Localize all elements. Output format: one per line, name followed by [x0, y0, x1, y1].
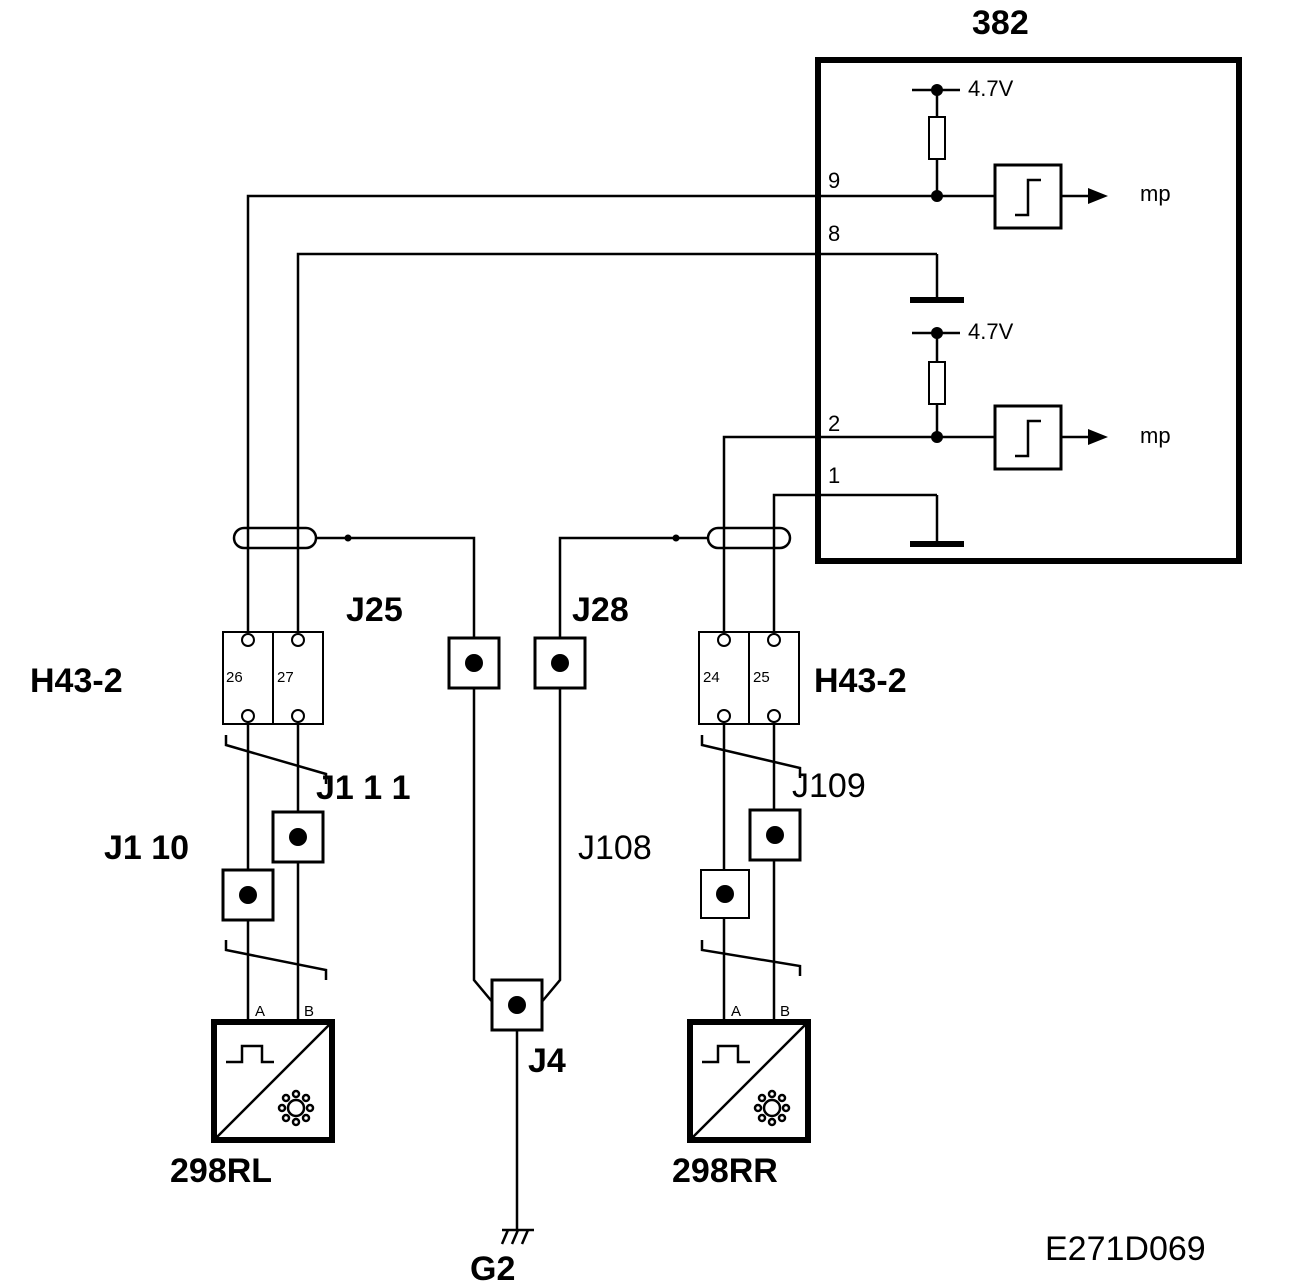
pin-1-label: 1 [828, 463, 840, 488]
junction-j109-label: J109 [792, 767, 866, 805]
voltage-top-label: 4.7V [968, 76, 1014, 101]
wire-pin-9 [246, 194, 937, 632]
arrow-bottom-icon [1088, 429, 1108, 445]
shield-left [232, 526, 318, 550]
pin-25-label: 25 [753, 669, 770, 686]
junction-j25-label: J25 [346, 591, 403, 629]
gear-icon [277, 1089, 315, 1127]
gear-icon [753, 1089, 791, 1127]
sensor-298rl: A B [211, 1003, 335, 1143]
junction-j108-label: J108 [578, 829, 652, 867]
wire-drain-right [558, 536, 676, 640]
output-bottom-label: mp [1140, 423, 1171, 448]
module-382-box [815, 57, 1242, 564]
junction-j111-label: J1 1 1 [316, 769, 411, 807]
wire-j28-j4 [539, 688, 562, 1005]
module-382: 382 4.7V mp 4.7V mp [815, 4, 1242, 564]
pin-2-label: 2 [828, 411, 840, 436]
ground-icon [500, 1228, 534, 1245]
pin-24-label: 24 [703, 669, 720, 686]
resistor-bottom [928, 361, 946, 405]
figure-id: E271D069 [1045, 1230, 1206, 1268]
sensor-right-pin-b: B [780, 1003, 790, 1020]
sensor-left-pin-a: A [255, 1003, 265, 1020]
sensor-right-pin-a: A [731, 1003, 741, 1020]
wire-j25-j4 [472, 688, 495, 1005]
connector-right-label: H43-2 [814, 662, 907, 700]
pin-27-label: 27 [277, 669, 294, 686]
junction-j28-label: J28 [572, 591, 629, 629]
wire-pin-2 [722, 435, 937, 632]
connector-h43-2-right: 24 25 [698, 631, 800, 725]
sensor-left-pin-b: B [304, 1003, 314, 1020]
pin-9-label: 9 [828, 168, 840, 193]
connector-left-label: H43-2 [30, 662, 123, 700]
wire-drain-left [348, 536, 476, 640]
pulse-icon [702, 1044, 750, 1064]
resistor-top [928, 116, 946, 160]
junction-j4-label: J4 [528, 1042, 566, 1080]
twist-mark-right-top [700, 735, 802, 778]
pin-26-label: 26 [226, 669, 243, 686]
ground-label: G2 [470, 1250, 515, 1288]
output-top-label: mp [1140, 181, 1171, 206]
connector-h43-2-left: 26 27 [222, 631, 324, 725]
pulse-icon [226, 1044, 274, 1064]
wire-pin-8 [296, 252, 937, 632]
pin-8-label: 8 [828, 221, 840, 246]
shield-right [706, 526, 792, 550]
sensor-left-label: 298RL [170, 1152, 272, 1190]
junction-j110-label: J1 10 [104, 829, 189, 867]
arrow-top-icon [1088, 188, 1108, 204]
sensor-right-label: 298RR [672, 1152, 778, 1190]
module-382-label: 382 [972, 4, 1029, 42]
twist-mark-left-bottom [224, 940, 328, 980]
wire-pin-1 [772, 493, 937, 632]
voltage-bottom-label: 4.7V [968, 319, 1014, 344]
sensor-298rr: A B [687, 1003, 811, 1143]
twist-mark-right-bottom [700, 940, 802, 976]
twist-mark-left-top [224, 735, 328, 784]
